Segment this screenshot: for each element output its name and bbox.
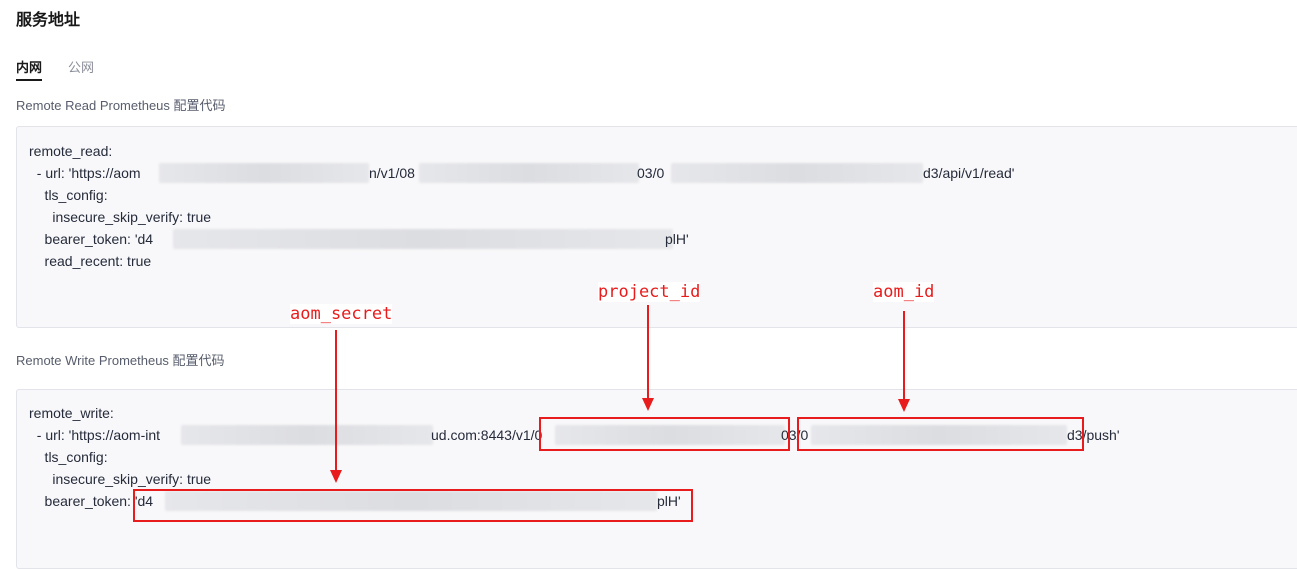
code-line-url-end: d3/push' xyxy=(1067,427,1120,443)
redacted-text xyxy=(811,425,1067,445)
code-line-token-start: bearer_token: 'd4 xyxy=(29,231,154,247)
redacted-text xyxy=(165,491,657,511)
code-line-url-part: ud.com:8443/v1/0 xyxy=(431,427,543,443)
code-line-url-part: 03/0 xyxy=(637,165,665,181)
tab-public-network[interactable]: 公网 xyxy=(68,60,95,75)
code-line: insecure_skip_verify: true xyxy=(29,471,212,487)
aom-id-arrow-head xyxy=(898,399,910,412)
code-line-token-start: bearer_token: 'd4 xyxy=(29,493,154,509)
remote-write-label: Remote Write Prometheus 配置代码 xyxy=(16,353,225,368)
code-line: insecure_skip_verify: true xyxy=(29,209,212,225)
project-id-highlight-box xyxy=(539,417,790,451)
tab-intranet[interactable]: 内网 xyxy=(16,57,43,81)
aom-id-highlight-box xyxy=(797,417,1084,451)
remote-read-label: Remote Read Prometheus 配置代码 xyxy=(16,98,226,113)
code-line: tls_config: xyxy=(29,449,108,465)
code-line-url-part: 03/0 xyxy=(781,427,809,443)
aom-id-annotation: aom_id xyxy=(873,282,935,302)
redacted-text xyxy=(419,163,639,183)
code-line: remote_write: xyxy=(29,405,114,421)
aom-secret-arrow-head xyxy=(330,470,342,483)
redacted-text xyxy=(173,229,673,249)
redacted-text xyxy=(159,163,369,183)
code-line-url-start: - url: 'https://aom-int xyxy=(29,427,161,443)
redacted-text xyxy=(181,425,433,445)
aom-secret-highlight-box xyxy=(133,489,693,522)
project-id-arrow-head xyxy=(642,398,654,411)
code-line: tls_config: xyxy=(29,187,108,203)
aom-secret-annotation: aom_secret xyxy=(290,304,393,324)
page-title: 服务地址 xyxy=(16,12,81,29)
redacted-text xyxy=(555,425,785,445)
code-line-token-end: plH' xyxy=(665,231,689,247)
redacted-text xyxy=(671,163,923,183)
project-id-annotation: project_id xyxy=(598,282,701,302)
code-line-url-start: - url: 'https://aom xyxy=(29,165,141,181)
code-line-url-end: d3/api/v1/read' xyxy=(923,165,1015,181)
code-line-token-end: plH' xyxy=(657,493,681,509)
code-line: read_recent: true xyxy=(29,253,152,269)
code-line: remote_read: xyxy=(29,143,113,159)
code-line-url-part: n/v1/08 xyxy=(369,165,415,181)
